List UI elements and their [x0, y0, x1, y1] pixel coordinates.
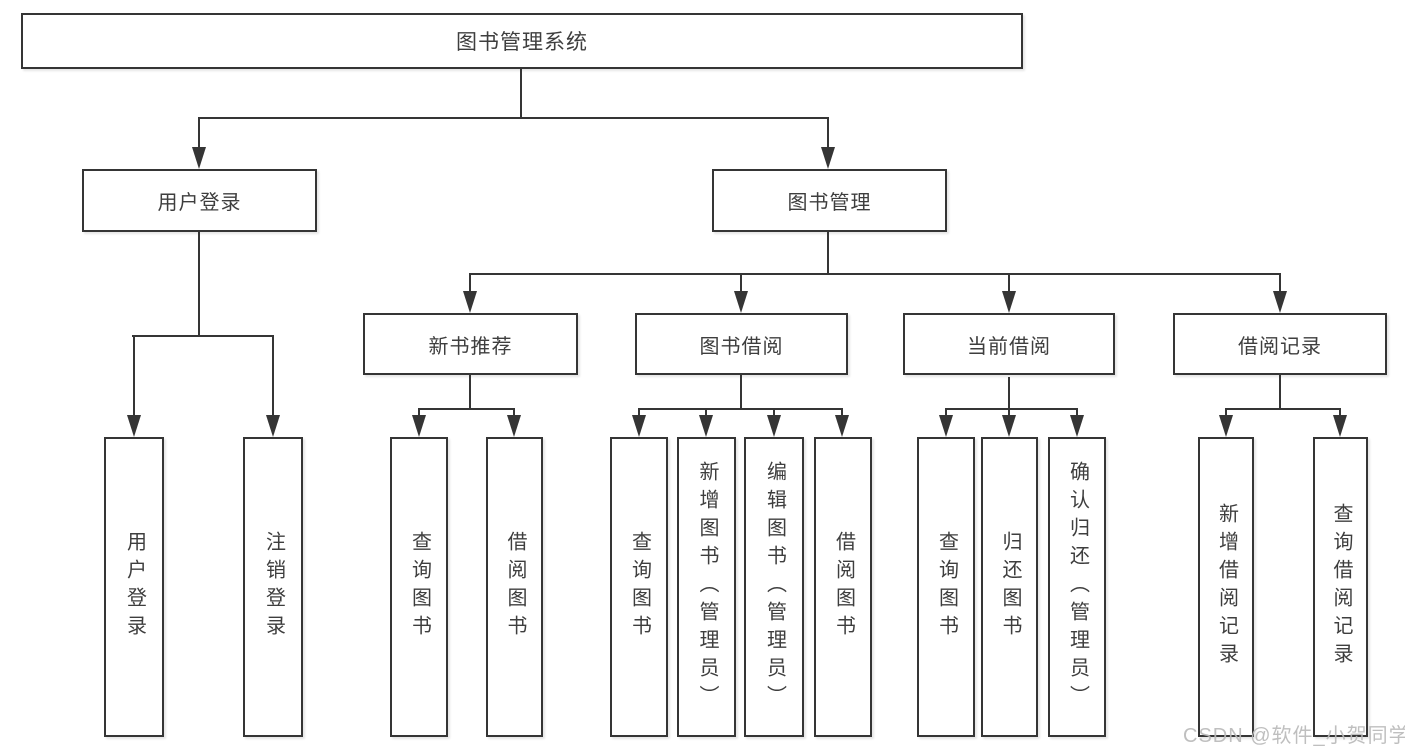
leaf-query-borrow-record: 查询借阅记录 [1313, 437, 1368, 737]
connector-line [132, 335, 274, 337]
connector-line [418, 408, 420, 418]
leaf-confirm-return-admin: 确认归还（管理员） [1048, 437, 1106, 737]
csdn-watermark: CSDN @软件_小贺同学 [1183, 725, 1405, 747]
connector-line [1279, 273, 1281, 294]
connector-line [945, 408, 1078, 410]
connector-line [740, 273, 742, 294]
connector-line [469, 375, 471, 410]
arrowhead-down-icon [835, 415, 849, 437]
arrowhead-down-icon [507, 415, 521, 437]
connector-line [1076, 408, 1078, 418]
leaf-return-books: 归还图书 [981, 437, 1038, 737]
connector-line [740, 375, 742, 410]
leaf-label: 借阅图书 [504, 531, 526, 643]
arrowhead-down-icon [266, 415, 280, 437]
arrowhead-down-icon [1070, 415, 1084, 437]
arrowhead-down-icon [939, 415, 953, 437]
arrowhead-down-icon [127, 415, 141, 437]
connector-line [827, 232, 829, 275]
arrowhead-down-icon [699, 415, 713, 437]
connector-line [945, 408, 947, 418]
leaf-label: 用户登录 [123, 531, 146, 643]
leaf-label: 查询图书 [408, 531, 431, 643]
connector-line [638, 408, 640, 418]
leaf-add-books-admin: 新增图书（管理员） [677, 437, 736, 737]
leaf-borrow-books: 借阅图书 [814, 437, 872, 737]
connector-line [1279, 375, 1281, 410]
leaf-label: 归还图书 [999, 531, 1021, 643]
leaf-edit-books-admin: 编辑图书（管理员） [744, 437, 804, 737]
arrowhead-down-icon [192, 147, 206, 169]
node-label: 图书管理系统 [456, 31, 588, 54]
leaf-label: 编辑图书（管理员） [763, 461, 786, 713]
node-label: 图书借阅 [699, 335, 784, 358]
connector-line [1008, 273, 1010, 294]
leaf-query-books-borrow: 查询图书 [610, 437, 668, 737]
leaf-label: 新增借阅记录 [1215, 503, 1238, 671]
node-new-book-recommend: 新书推荐 [363, 313, 578, 375]
connector-line [198, 117, 829, 119]
node-book-management: 图书管理 [712, 169, 947, 232]
node-label: 图书管理 [787, 192, 872, 214]
node-user-login: 用户登录 [82, 169, 317, 232]
arrowhead-down-icon [1333, 415, 1347, 437]
leaf-user-login: 用户登录 [104, 437, 164, 737]
connector-line [841, 408, 843, 418]
leaf-label: 确认归还（管理员） [1066, 461, 1089, 713]
connector-line [198, 232, 200, 337]
leaf-add-borrow-record: 新增借阅记录 [1198, 437, 1254, 737]
connector-line [133, 335, 135, 418]
connector-line [827, 117, 829, 150]
leaf-label: 查询图书 [628, 531, 651, 643]
arrowhead-down-icon [1002, 291, 1016, 313]
leaf-query-books-recommend: 查询图书 [390, 437, 448, 737]
leaf-label: 查询图书 [935, 531, 958, 643]
arrowhead-down-icon [412, 415, 426, 437]
connector-line [1225, 408, 1227, 418]
leaf-borrow-books-recommend: 借阅图书 [486, 437, 543, 737]
node-book-borrow: 图书借阅 [635, 313, 848, 375]
arrowhead-down-icon [734, 291, 748, 313]
connector-line [418, 408, 515, 410]
arrowhead-down-icon [1273, 291, 1287, 313]
arrowhead-down-icon [463, 291, 477, 313]
arrowhead-down-icon [1219, 415, 1233, 437]
arrowhead-down-icon [821, 147, 835, 169]
connector-line [272, 335, 274, 418]
connector-line [773, 408, 775, 418]
leaf-label: 查询借阅记录 [1330, 503, 1352, 671]
node-current-borrow: 当前借阅 [903, 313, 1115, 375]
connector-line [705, 408, 707, 418]
node-borrow-records: 借阅记录 [1173, 313, 1387, 375]
connector-line [198, 117, 200, 150]
node-library-system: 图书管理系统 [21, 13, 1023, 69]
connector-line [469, 273, 1281, 275]
leaf-logout: 注销登录 [243, 437, 303, 737]
connector-line [1008, 377, 1010, 410]
leaf-query-books-current: 查询图书 [917, 437, 975, 737]
leaf-label: 借阅图书 [832, 531, 855, 643]
connector-line [1339, 408, 1341, 418]
connector-line [1225, 408, 1340, 410]
node-label: 借阅记录 [1238, 335, 1322, 358]
node-label: 新书推荐 [428, 335, 513, 358]
leaf-label: 注销登录 [262, 531, 285, 643]
arrowhead-down-icon [1002, 415, 1016, 437]
arrowhead-down-icon [632, 415, 646, 437]
connector-line [513, 408, 515, 418]
connector-line [520, 69, 522, 119]
connector-line [1008, 408, 1010, 418]
node-label: 当前借阅 [967, 335, 1051, 358]
node-label: 用户登录 [157, 192, 242, 214]
connector-line [469, 273, 471, 294]
arrowhead-down-icon [767, 415, 781, 437]
connector-line [638, 408, 843, 410]
leaf-label: 新增图书（管理员） [696, 461, 718, 713]
